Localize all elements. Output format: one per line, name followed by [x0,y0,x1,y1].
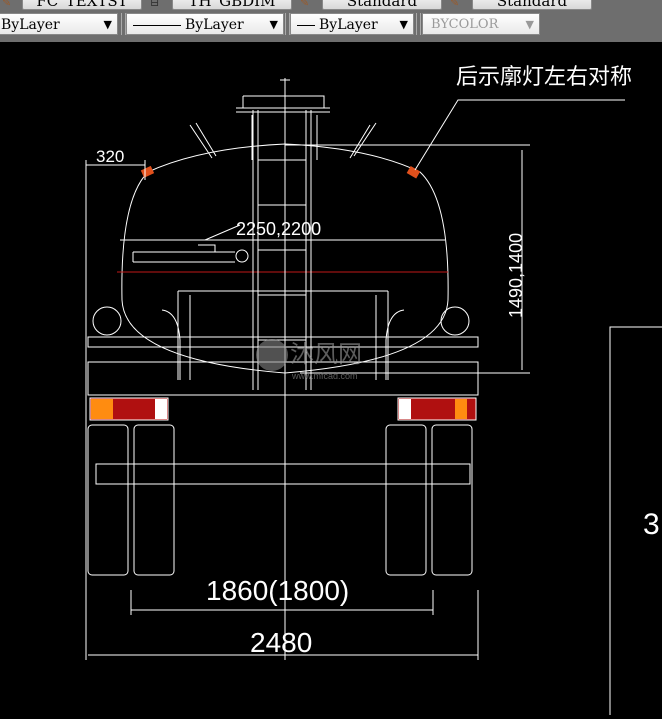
linetype-select[interactable]: ByLayer ▼ [126,13,284,35]
multileader-style-icon[interactable]: ✎ [450,0,460,9]
text-style-icon[interactable]: ✎ [2,0,12,9]
layer-color-value: ByLayer [1,17,60,33]
subframe [161,290,405,380]
lineweight-preview [297,24,315,26]
tail-amber-left [91,399,99,419]
layer-color-select[interactable]: ByLayer ▼ [0,13,118,35]
discharge-pipe [132,244,235,263]
lineweight-select[interactable]: ByLayer ▼ [290,13,414,35]
fender-right [440,306,470,336]
dim-style-icon[interactable]: ⊟ [150,0,160,9]
toolbar: ✎ FC_TEXTST ⊟ TH_GBDIM ✎ Standard ✎ Stan… [0,0,662,42]
separator [121,13,126,35]
ladder [252,110,312,390]
plotstyle-select[interactable]: BYCOLOR ▼ [422,13,540,35]
dim-track-text: 1860(1800) [206,575,349,606]
dim-320-text: 320 [96,147,124,166]
marker-lamp-right [406,166,421,179]
tail-amber-right [455,399,467,419]
dim-tank-width-line [120,224,445,241]
marker-lamp-left [140,165,155,178]
frame-crossmember [87,336,479,396]
dim-style-select[interactable]: TH_GBDIM [172,0,292,10]
wheel-right-inner [385,424,427,576]
multileader-style-select[interactable]: Standard [472,0,592,10]
chevron-down-icon: ▼ [399,18,408,31]
chevron-down-icon: ▼ [525,18,534,31]
table-style-icon[interactable]: ✎ [300,0,310,9]
separator [285,13,290,35]
wheel-right-outer [431,424,473,576]
watermark: 沐风网 www.mfcad.com [256,339,362,381]
cad-drawing: 后示廓灯左右对称 320 2250,2200 1490,1400 1860(18… [85,64,662,719]
wheel-left-inner [133,424,175,576]
dim-320-lines [85,160,146,660]
wheel-left-outer [87,424,129,576]
svg-text:www.mfcad.com: www.mfcad.com [291,371,358,381]
linetype-value: ByLayer [185,17,244,33]
dim-overall-text: 2480 [250,627,312,658]
vents [189,122,377,159]
chevron-down-icon: ▼ [269,18,278,31]
dim-height-text: 1490,1400 [506,233,526,318]
annotation-leader [414,99,625,171]
valve [235,249,249,263]
drawing-canvas[interactable]: 后示廓灯左右对称 320 2250,2200 1490,1400 1860(18… [0,42,662,719]
dim-tank-width-text: 2250,2200 [236,219,321,239]
manhole [236,78,330,160]
axle-bumper [95,463,471,485]
right-frame-label: 3 [643,508,660,541]
separator [416,13,421,35]
annotation-text: 后示廓灯左右对称 [456,64,632,89]
linetype-preview [133,24,181,26]
text-style-select[interactable]: FC_TEXTST [22,0,142,10]
lineweight-value: ByLayer [319,17,378,33]
svg-text:沐风网: 沐风网 [290,341,362,368]
watermark-logo-icon [256,339,288,371]
plotstyle-value: BYCOLOR [431,17,499,32]
right-frame [609,326,662,719]
dim-overall-line [88,590,479,660]
dim-track-line [130,590,434,615]
fender-left [92,306,122,336]
chevron-down-icon: ▼ [103,18,112,31]
dim-height-line [285,144,530,374]
table-style-select[interactable]: Standard [322,0,442,10]
